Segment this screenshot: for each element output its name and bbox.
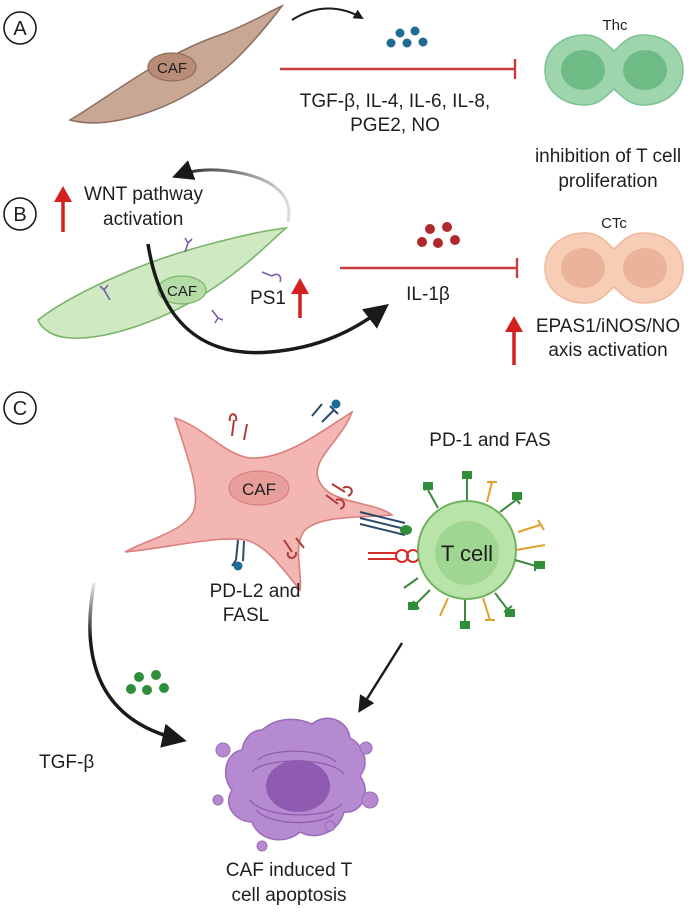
up-arrow-wnt (54, 186, 72, 232)
caf-surface-ligands (228, 399, 353, 571)
tgfb-label: TGF-β (39, 752, 94, 773)
fas-fasl-connector (368, 549, 420, 563)
outcome-a-line1: inhibition of T cell (535, 146, 681, 167)
thc-label: Thc (602, 17, 628, 34)
caf-c-label: CAF (242, 480, 276, 499)
panel-a: A CAF TGF-β, IL-4, IL-6, IL-8, PGE2, NO … (3, 4, 684, 192)
pd1-pdl2-connector (359, 511, 406, 536)
t-cell (417, 500, 517, 600)
outcome-c-line2: cell apoptosis (231, 885, 346, 906)
factors-a-line2: PGE2, NO (350, 115, 440, 136)
synapse-node (400, 525, 412, 535)
outcome-c-line1: CAF induced T (226, 860, 353, 881)
panel-a-badge-text: A (13, 18, 27, 40)
secretion-arrow-a (291, 7, 364, 21)
cytokine-dots-c (126, 670, 169, 695)
wnt-feedback-arrow (172, 160, 291, 223)
ps1-label: PS1 (250, 288, 286, 309)
caf-a-nucleus (147, 52, 197, 82)
inhibition-line-a (280, 59, 517, 79)
up-arrow-ps1 (291, 278, 309, 318)
caf-c-nucleus (228, 470, 290, 506)
ligands-line1: PD-L2 and (210, 581, 301, 602)
ctc-cell (544, 232, 684, 304)
factors-a-line1: TGF-β, IL-4, IL-6, IL-8, (300, 91, 490, 112)
thc-cell (544, 34, 684, 106)
panel-c-badge-text: C (13, 398, 27, 420)
il1b-label: IL-1β (406, 284, 450, 305)
inhibition-line-b (340, 258, 519, 278)
apoptosis-arrow (358, 642, 404, 713)
ligands-line2: FASL (223, 605, 269, 626)
receptors-label: PD-1 and FAS (429, 430, 550, 451)
caf-b-label: CAF (167, 283, 197, 300)
wnt-line2: activation (103, 209, 183, 230)
cytokine-dots-a (386, 26, 428, 48)
apoptotic-cell (212, 717, 379, 852)
panel-a-badge (3, 11, 37, 45)
ctc-label: CTc (601, 215, 627, 232)
caf-a-label: CAF (157, 60, 187, 77)
tcell-surface-receptors (403, 471, 546, 629)
secretion-arrow-b (146, 243, 389, 355)
axis-line2: axis activation (548, 340, 667, 361)
axis-line1: EPAS1/iNOS/NO (536, 316, 680, 337)
up-arrow-axis (505, 316, 523, 365)
panel-b-badge-text: B (13, 204, 26, 226)
panel-b-badge (3, 197, 37, 231)
tgfb-arrow (88, 582, 187, 748)
membrane-receptors-b (99, 237, 282, 324)
wnt-line1: WNT pathway (84, 184, 203, 205)
panel-c: C CAF (3, 391, 551, 906)
outcome-a-line2: proliferation (558, 171, 657, 192)
panel-c-badge (3, 391, 37, 425)
cytokine-dots-b (417, 222, 460, 248)
t-cell-label: T cell (441, 541, 493, 566)
caf-b-nucleus (157, 275, 207, 305)
panel-b: B WNT pathway activation CAF PS1 (3, 160, 684, 365)
